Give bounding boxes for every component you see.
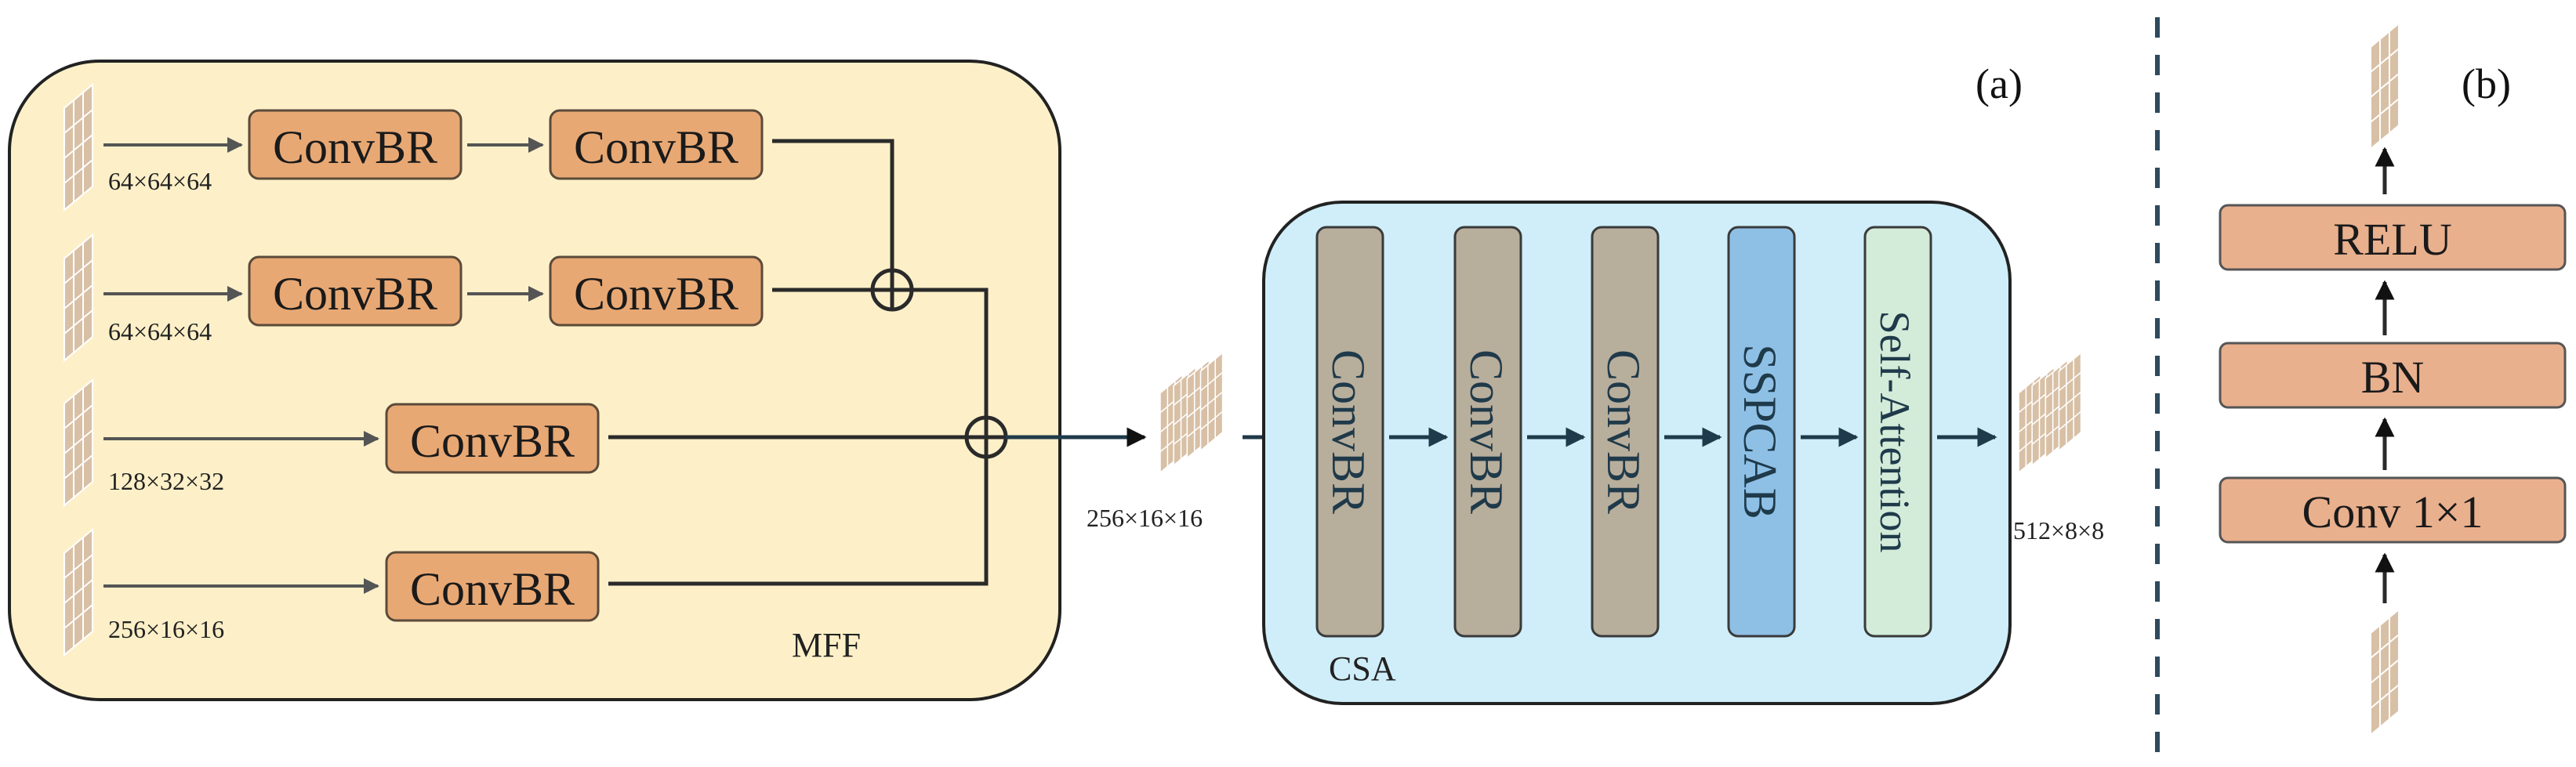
csa-convbr-3 xyxy=(1591,226,1660,638)
csa-self-attention xyxy=(1863,226,1932,638)
csa-convbr-1 xyxy=(1315,226,1384,638)
mff-title: MFF xyxy=(792,626,861,664)
row2-dim: 64×64×64 xyxy=(108,317,212,346)
row1-convbr-2 xyxy=(549,109,764,180)
panel-b-bn xyxy=(2219,342,2567,409)
row2-convbr-1 xyxy=(248,255,463,327)
feature-map-b-output xyxy=(2370,23,2400,150)
feature-map-mff-output xyxy=(1159,352,1224,473)
csa-convbr-2-label: ConvBR xyxy=(1460,349,1512,514)
csa-sspcab xyxy=(1727,226,1796,638)
panel-b-relu xyxy=(2219,204,2567,271)
panel-b-label: (b) xyxy=(2462,60,2511,107)
csa-self-attention-label: Self-Attention xyxy=(1871,311,1918,553)
row1-convbr-1-label: ConvBR xyxy=(273,121,437,173)
mff-output-dim: 256×16×16 xyxy=(1087,504,1203,532)
sum-node-2 xyxy=(964,415,1008,459)
csa-convbr-3-label: ConvBR xyxy=(1598,349,1649,514)
row2-convbr-2-label: ConvBR xyxy=(574,268,738,320)
csa-title: CSA xyxy=(1329,649,1396,688)
row4-dim: 256×16×16 xyxy=(108,615,224,643)
row1-convbr-2-label: ConvBR xyxy=(574,121,738,173)
row1-dim: 64×64×64 xyxy=(108,167,212,195)
row4-convbr-label: ConvBR xyxy=(410,563,575,615)
csa-output-dim: 512×8×8 xyxy=(2013,516,2104,544)
row3-dim: 128×32×32 xyxy=(108,467,224,495)
row3-convbr-label: ConvBR xyxy=(410,415,575,467)
sum-node-1 xyxy=(870,268,914,312)
feature-map-b-input xyxy=(2370,609,2400,736)
row3-convbr xyxy=(385,403,600,474)
row2-convbr-2 xyxy=(549,255,764,327)
row4-convbr xyxy=(385,551,600,622)
csa-sspcab-label: SSPCAB xyxy=(1734,344,1786,519)
row1-convbr-1 xyxy=(248,109,463,180)
panel-a-label: (a) xyxy=(1976,60,2023,107)
panel-b-conv xyxy=(2219,476,2567,544)
csa-convbr-2 xyxy=(1453,226,1522,638)
panel-b-bn-label: BN xyxy=(2361,352,2425,403)
feature-map-csa-output xyxy=(2018,352,2082,473)
csa-convbr-1-label: ConvBR xyxy=(1322,349,1374,514)
row2-convbr-1-label: ConvBR xyxy=(273,268,437,320)
panel-b-relu-label: RELU xyxy=(2333,214,2451,265)
panel-b-conv-label: Conv 1×1 xyxy=(2302,487,2483,537)
mff-panel xyxy=(8,60,1061,701)
